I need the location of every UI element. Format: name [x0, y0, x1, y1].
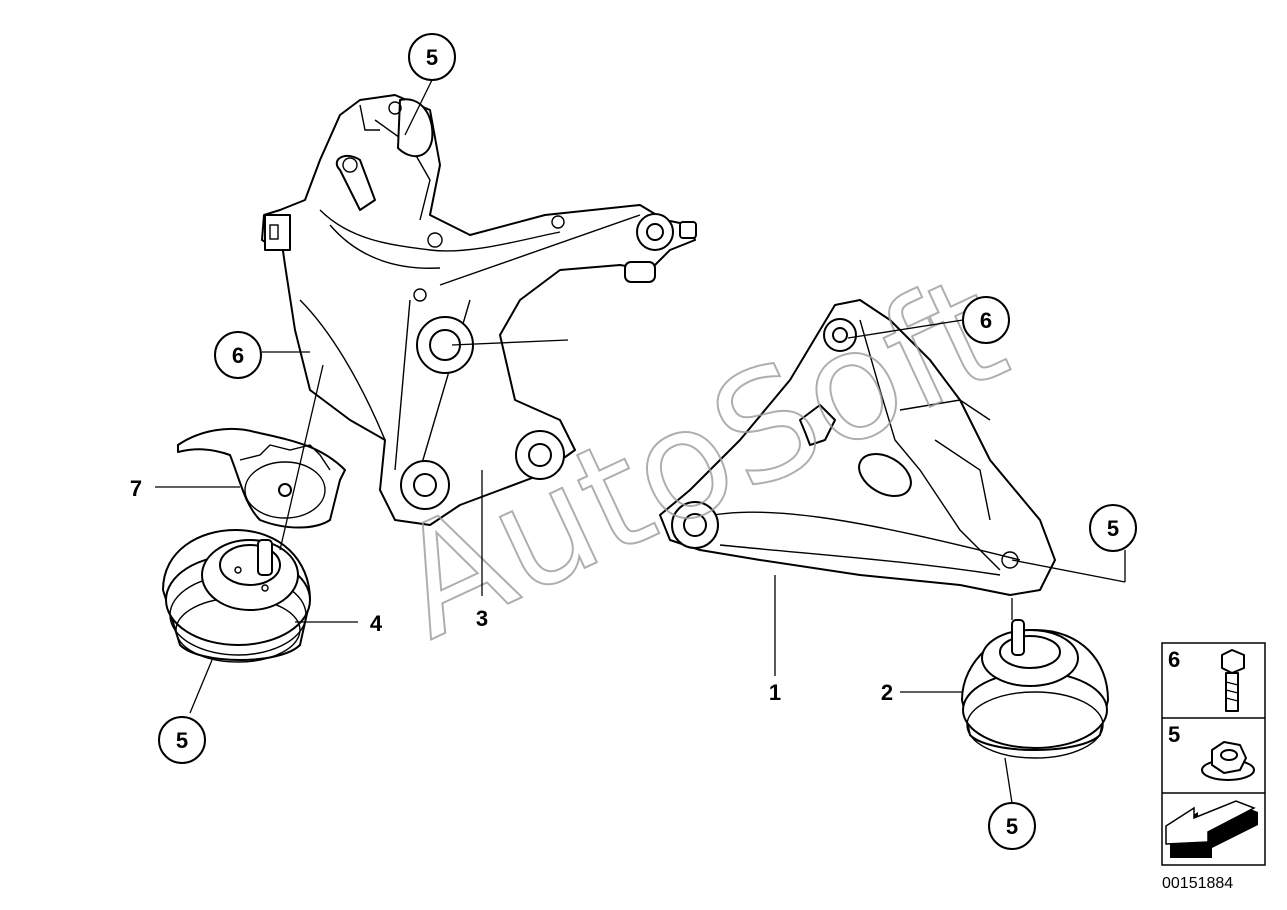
callout-right-bolt: 6 [962, 296, 1010, 344]
front-arrow-icon [1165, 800, 1258, 858]
callout-right-nut: 5 [1089, 504, 1137, 552]
hex-nut-icon [1201, 741, 1255, 781]
left-engine-mount [162, 529, 311, 663]
callout-right-mount: 2 [881, 680, 893, 705]
callout-number: 5 [426, 45, 438, 70]
callout-left-bolt: 6 [214, 331, 262, 379]
legend-number: 5 [1168, 722, 1180, 747]
callout-right-bottom-nut: 5 [988, 802, 1036, 850]
legend-item-nut: 5 [1168, 722, 1255, 781]
left-engine-bracket [261, 94, 697, 526]
callout-number: 1 [769, 680, 781, 705]
callout-number: 5 [1107, 516, 1119, 541]
callout-shield: 7 [130, 476, 142, 501]
callout-number: 3 [476, 606, 488, 631]
diagram-reference-number: 00151884 [1162, 875, 1233, 892]
callout-left-bottom-nut: 5 [158, 716, 206, 764]
legend-number: 6 [1168, 647, 1180, 672]
callout-number: 5 [176, 728, 188, 753]
callout-left-bracket: 3 [476, 606, 488, 631]
callout-number: 7 [130, 476, 142, 501]
right-engine-mount [961, 619, 1109, 759]
right-engine-bracket [659, 299, 1056, 596]
callout-number: 4 [370, 611, 383, 636]
callout-top-nut: 5 [408, 33, 456, 81]
callout-number: 6 [980, 308, 992, 333]
callout-number: 2 [881, 680, 893, 705]
heat-shield [177, 427, 346, 529]
callout-number: 6 [232, 343, 244, 368]
bolt-icon [1221, 649, 1245, 712]
legend-item-bolt: 6 [1168, 647, 1245, 712]
callout-number: 5 [1006, 814, 1018, 839]
callout-right-bracket: 1 [769, 680, 781, 705]
hardware-legend: 6 5 [1161, 642, 1266, 866]
leader-lines [155, 79, 1126, 804]
callout-left-mount: 4 [370, 611, 383, 636]
